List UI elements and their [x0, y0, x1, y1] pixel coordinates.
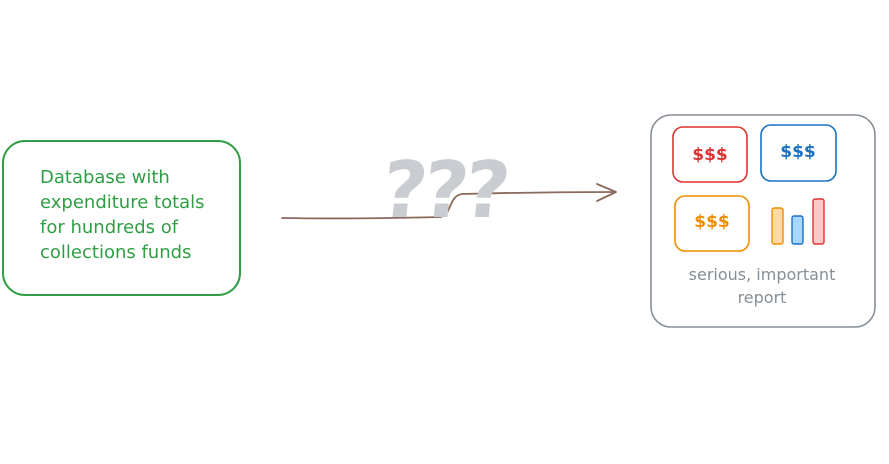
mini-bar-chart — [771, 198, 825, 245]
database-label-line: expenditure totals — [40, 192, 205, 213]
metric-value-blue: $$$ — [780, 142, 816, 162]
arrow-head — [596, 183, 617, 202]
mini-bar — [791, 215, 804, 245]
database-label-line: collections funds — [40, 242, 192, 263]
report-caption-line: report — [737, 288, 787, 307]
mini-bar — [812, 198, 825, 245]
metric-card-orange[interactable] — [674, 195, 750, 252]
report-box[interactable] — [650, 114, 876, 328]
question-marks-label: ??? — [377, 146, 511, 236]
metric-card-red[interactable] — [672, 126, 748, 183]
database-label: Database with expenditure totals for hun… — [40, 165, 240, 265]
database-label-line: for hundreds of — [40, 217, 179, 238]
arrow-shaft — [281, 191, 616, 220]
report-caption: serious, important report — [664, 263, 860, 309]
metric-card-blue[interactable] — [760, 124, 837, 182]
report-caption-line: serious, important — [688, 265, 836, 284]
database-box[interactable] — [2, 140, 241, 296]
metric-value-orange: $$$ — [694, 212, 730, 232]
metric-value-red: $$$ — [692, 145, 728, 165]
mini-bar — [771, 207, 784, 245]
database-label-line: Database with — [40, 167, 170, 188]
